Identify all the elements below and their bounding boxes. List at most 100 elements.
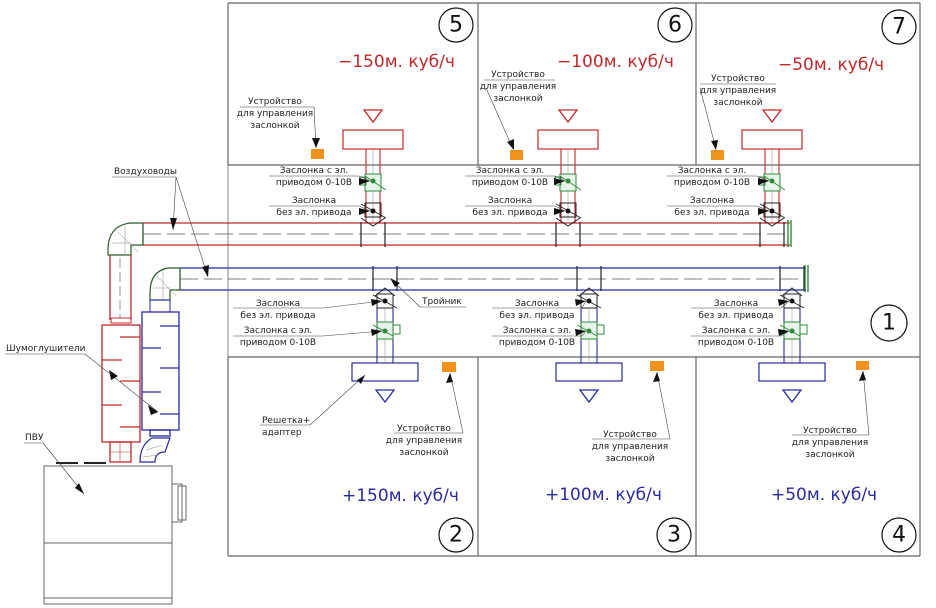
exhaust-arrow-icon	[362, 109, 384, 124]
damper-blade	[763, 175, 786, 191]
svg-text:6: 6	[668, 13, 682, 38]
damper-axis-icon	[769, 208, 775, 214]
svg-text:Устройство: Устройство	[248, 97, 302, 107]
damper-controller-room-5[interactable]	[311, 149, 324, 159]
damper-axis-icon	[586, 328, 592, 334]
callout-text: Заслонка	[256, 299, 300, 309]
damper-controller-room-7[interactable]	[711, 150, 724, 160]
damper-controller-room-3[interactable]	[650, 361, 664, 371]
svg-text:3: 3	[667, 523, 681, 548]
exhaust-arrow-icon	[557, 109, 579, 124]
svg-text:1: 1	[882, 311, 896, 336]
svg-text:4: 4	[892, 523, 906, 548]
damper-axis-icon	[769, 178, 775, 184]
damper-axis-icon	[586, 298, 592, 304]
damper-controller-room-4[interactable]	[856, 361, 869, 370]
damper-controller-room-2[interactable]	[442, 362, 456, 372]
callout-text: Заслонка с эл.	[280, 166, 349, 176]
room-number-1: 1	[870, 304, 908, 342]
flow-label-room-5: −150м. куб/ч	[338, 52, 455, 72]
flow-label-room-4: +50м. куб/ч	[771, 485, 877, 505]
leader-arrow-icon	[778, 299, 789, 306]
exhaust-branch-room-6: Заслонка с эл.приводом 0-10ВЗаслонкабез …	[465, 109, 599, 247]
callout-text: приводом 0-10В	[472, 178, 548, 188]
exhaust-arrow-icon	[761, 109, 783, 124]
silencers-callout: Шумоглушители	[5, 344, 159, 415]
leader-line	[780, 300, 790, 309]
svg-text:для управления: для управления	[592, 442, 668, 452]
leader-line	[581, 330, 587, 337]
exhaust-grille	[342, 129, 404, 150]
svg-text:для управления: для управления	[237, 109, 313, 119]
svg-text:Решетка+: Решетка+	[262, 416, 310, 426]
callout-text: Заслонка	[515, 299, 559, 309]
damper-axis-icon	[789, 328, 795, 334]
svg-text:Устройство: Устройство	[603, 430, 657, 440]
damper-controller-room-6[interactable]	[510, 150, 523, 160]
room-number-6: 6	[657, 7, 693, 43]
room-number-3: 3	[656, 517, 692, 553]
svg-text:Устройство: Устройство	[711, 74, 765, 84]
exhaust-branch-room-5: Заслонка с эл.приводом 0-10ВЗаслонкабез …	[269, 109, 404, 247]
ahu-unit	[43, 462, 187, 605]
callout-text: Заслонка	[690, 196, 734, 206]
damper-axis-icon	[565, 208, 571, 214]
room-number-2: 2	[438, 517, 474, 553]
callout-text: без эл. привода	[698, 311, 773, 321]
leader-line	[358, 175, 371, 182]
leader-arrow-icon	[554, 208, 565, 215]
damper-axis-icon	[370, 208, 376, 214]
exhaust-silencer	[101, 324, 141, 463]
callout-text: без эл. привода	[276, 208, 351, 218]
svg-text:адаптер: адаптер	[262, 428, 302, 438]
svg-text:Шумоглушители: Шумоглушители	[6, 344, 86, 354]
flow-label-room-3: +100м. куб/ч	[545, 485, 662, 505]
svg-text:5: 5	[449, 13, 463, 38]
supply-grille	[555, 362, 623, 382]
room-number-5: 5	[438, 7, 474, 43]
controller-callout-room-2: Устройство для управления заслонкой	[386, 372, 464, 458]
controller-callout-room-4: Устройство для управления заслонкой	[792, 370, 870, 460]
tee-fitting	[374, 287, 396, 297]
supply-arrow-icon	[781, 389, 803, 404]
room-number-4: 4	[881, 517, 917, 553]
leader-line	[756, 205, 770, 212]
supply-silencer	[139, 311, 180, 463]
callout-text: без эл. привода	[674, 208, 749, 218]
callout-text: Заслонка с эл.	[476, 166, 545, 176]
leader-arrow-icon	[359, 208, 370, 215]
exhaust-elbow	[107, 222, 143, 256]
supply-main-duct	[179, 265, 809, 292]
tee-fitting	[578, 287, 600, 297]
svg-text:Устройство: Устройство	[397, 424, 451, 434]
leader-line	[581, 300, 587, 309]
controller-callout-room-7: Устройство для управления заслонкой	[699, 74, 776, 150]
svg-text:Устройство: Устройство	[803, 426, 857, 436]
leader-arrow-icon	[758, 208, 769, 215]
svg-text:Воздуховоды: Воздуховоды	[114, 167, 177, 177]
flow-label-room-6: −100м. куб/ч	[557, 52, 674, 72]
svg-text:заслонкой: заслонкой	[805, 450, 854, 460]
leader-line	[780, 330, 790, 337]
supply-arrow-icon	[374, 389, 396, 404]
damper-actuator	[799, 324, 808, 335]
exhaust-grille	[741, 129, 803, 150]
controller-callout-room-3: Устройство для управления заслонкой	[592, 371, 671, 464]
supply-grille	[351, 362, 419, 382]
leader-arrow-icon	[575, 329, 586, 336]
damper-blade	[364, 175, 387, 191]
damper-axis-icon	[789, 298, 795, 304]
damper-blade	[559, 175, 582, 191]
exhaust-branch-room-7: Заслонка с эл.приводом 0-10ВЗаслонкабез …	[667, 109, 803, 247]
svg-text:для управления: для управления	[480, 82, 556, 92]
room-number-7: 7	[881, 9, 917, 45]
tee-fitting	[360, 217, 386, 227]
svg-text:для управления: для управления	[386, 436, 462, 446]
leader-arrow-icon	[778, 329, 789, 336]
supply-elbow	[149, 267, 180, 313]
callout-text: приводом 0-10В	[698, 338, 774, 348]
callout-text: Заслонка	[292, 196, 336, 206]
svg-text:ПВУ: ПВУ	[25, 433, 44, 443]
